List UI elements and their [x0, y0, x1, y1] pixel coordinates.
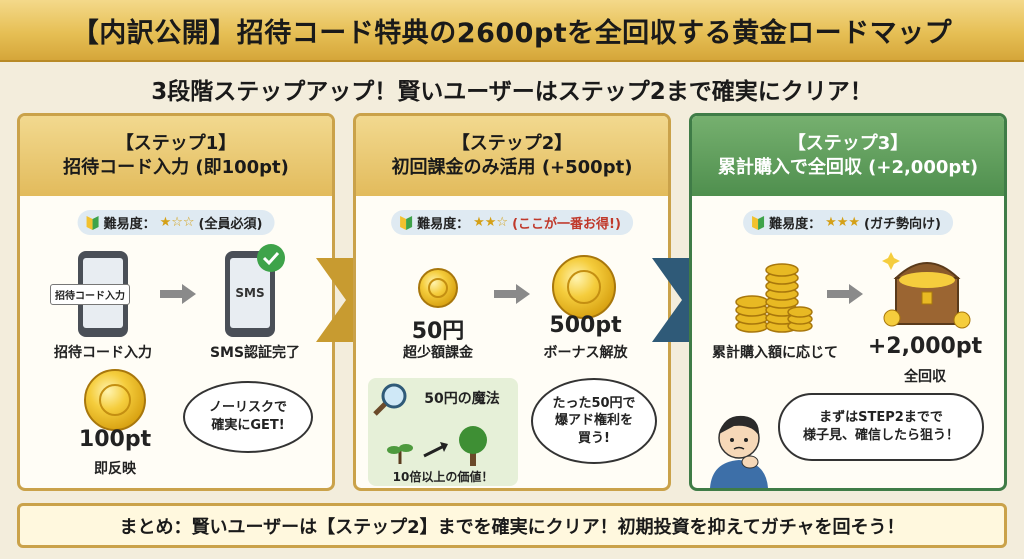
- step2-header: 【ステップ2】 初回課金のみ活用 (+500pt): [356, 116, 668, 196]
- step1-coin-value: 100pt: [78, 427, 152, 452]
- difficulty-note: (全員必須): [198, 217, 263, 232]
- difficulty-note: (ここが一番お得!): [512, 217, 621, 232]
- difficulty-stars: ★☆☆: [159, 215, 195, 230]
- magic-title: 50円の魔法: [424, 391, 500, 407]
- step3-header: 【ステップ3】 累計購入で全回収 (+2,000pt): [692, 116, 1004, 196]
- magic-box: 50円の魔法 10倍以上の価値！: [368, 378, 518, 486]
- magnifier-icon: [373, 383, 407, 416]
- step1-label-left: 招待コード入力: [54, 345, 152, 361]
- sprout-to-tree-icon: [387, 426, 487, 466]
- step2-panel: 【ステップ2】 初回課金のみ活用 (+500pt) 難易度： ★★☆ (ここが一…: [353, 113, 671, 491]
- small-coin-icon: [418, 268, 458, 308]
- title-banner: 【内訳公開】招待コード特典の2600ptを全回収する黄金ロードマップ: [0, 0, 1024, 62]
- beginner-leaf-icon: [400, 215, 413, 230]
- step3-header-line1: 【ステップ3】: [787, 132, 909, 154]
- difficulty-note: (ガチ勢向け): [864, 217, 941, 232]
- big-coin-icon: [552, 255, 616, 319]
- step1-header-line2: 招待コード入力 (即100pt): [63, 157, 289, 178]
- page-subtitle: 3段階ステップアップ！賢いユーザーはステップ2まで確実にクリア！: [151, 79, 873, 105]
- difficulty-label: 難易度：: [103, 217, 156, 232]
- step3-right-value: +2,000pt: [867, 334, 983, 359]
- step2-header-line1: 【ステップ2】: [451, 132, 573, 154]
- beginner-leaf-icon: [86, 215, 99, 230]
- step3-panel: 【ステップ3】 累計購入で全回収 (+2,000pt) 難易度： ★★★ (ガチ…: [689, 113, 1007, 491]
- treasure-chest-icon: [882, 252, 971, 329]
- step1-panel: 【ステップ1】 招待コード入力 (即100pt) 難易度： ★☆☆ (全員必須)…: [17, 113, 335, 491]
- step2-left-value: 50円: [411, 319, 465, 344]
- summary-bar: まとめ：賢いユーザーは【ステップ2】までを確実にクリア！初期投資を抑えてガチャを…: [17, 503, 1007, 548]
- page-title: 【内訳公開】招待コード特典の2600ptを全回収する黄金ロードマップ: [71, 17, 953, 49]
- difficulty-label: 難易度：: [769, 217, 822, 232]
- step2-header-line2: 初回課金のみ活用 (+500pt): [391, 157, 633, 178]
- coin-stacks-icon: [735, 263, 813, 333]
- arrow-right-icon: [494, 284, 530, 304]
- beginner-leaf-icon: [752, 215, 765, 230]
- step2-right-value: 500pt: [549, 313, 622, 338]
- step2-left-caption: 超少額課金: [403, 345, 473, 361]
- step2-right-caption: ボーナス解放: [543, 345, 628, 361]
- step2-speech-bubble: たった50円で 爆アド権利を 買う!: [531, 378, 657, 464]
- step3-right-caption: 全回収: [904, 369, 946, 385]
- step1-speech-bubble: ノーリスクで 確実にGET!: [183, 381, 313, 453]
- step1-header-line1: 【ステップ1】: [115, 132, 237, 154]
- step2-difficulty: 難易度： ★★☆ (ここが一番お得!): [391, 210, 633, 235]
- step3-speech-bubble: まずはSTEP2までで 様子見、確信したら狙う！: [778, 393, 984, 461]
- invite-code-tag: 招待コード入力: [50, 284, 130, 305]
- difficulty-label: 難易度：: [417, 217, 470, 232]
- step3-difficulty: 難易度： ★★★ (ガチ勢向け): [743, 210, 953, 235]
- step3-left-caption: 累計購入額に応じて: [712, 345, 838, 361]
- coin-icon: [84, 369, 146, 431]
- thinking-person-icon: [710, 415, 768, 488]
- difficulty-stars: ★★☆: [473, 215, 509, 230]
- step1-coin-caption: 即反映: [94, 461, 136, 477]
- step1-difficulty: 難易度： ★☆☆ (全員必須): [77, 210, 275, 235]
- check-icon: [257, 244, 285, 272]
- arrow-right-icon: [827, 284, 863, 304]
- magic-caption: 10倍以上の価値！: [392, 470, 494, 484]
- step1-label-right: SMS認証完了: [209, 345, 301, 361]
- arrow-right-icon: [160, 284, 196, 304]
- step3-header-line2: 累計購入で全回収 (+2,000pt): [717, 157, 979, 178]
- difficulty-stars: ★★★: [825, 215, 861, 230]
- step1-header: 【ステップ1】 招待コード入力 (即100pt): [20, 116, 332, 196]
